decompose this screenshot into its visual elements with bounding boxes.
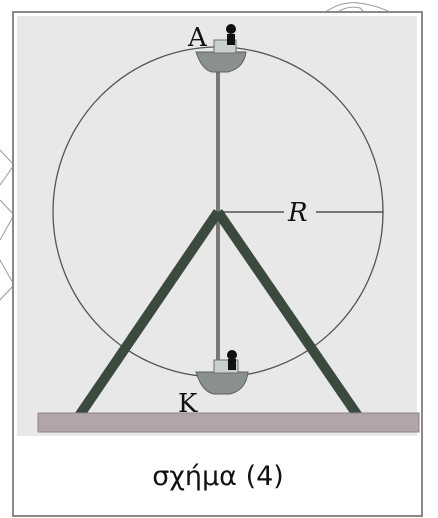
bottom-seat-icon: [195, 350, 249, 395]
point-k-label: K: [178, 389, 198, 419]
point-a-label: A: [187, 23, 208, 53]
ground: [37, 412, 420, 433]
background-sketch: [0, 149, 15, 301]
figure-caption: σχήμα (4): [152, 461, 284, 492]
left-strut: [74, 209, 223, 419]
right-strut: [213, 209, 363, 419]
radius-label: R: [287, 198, 308, 228]
top-seat-icon: [195, 24, 247, 73]
